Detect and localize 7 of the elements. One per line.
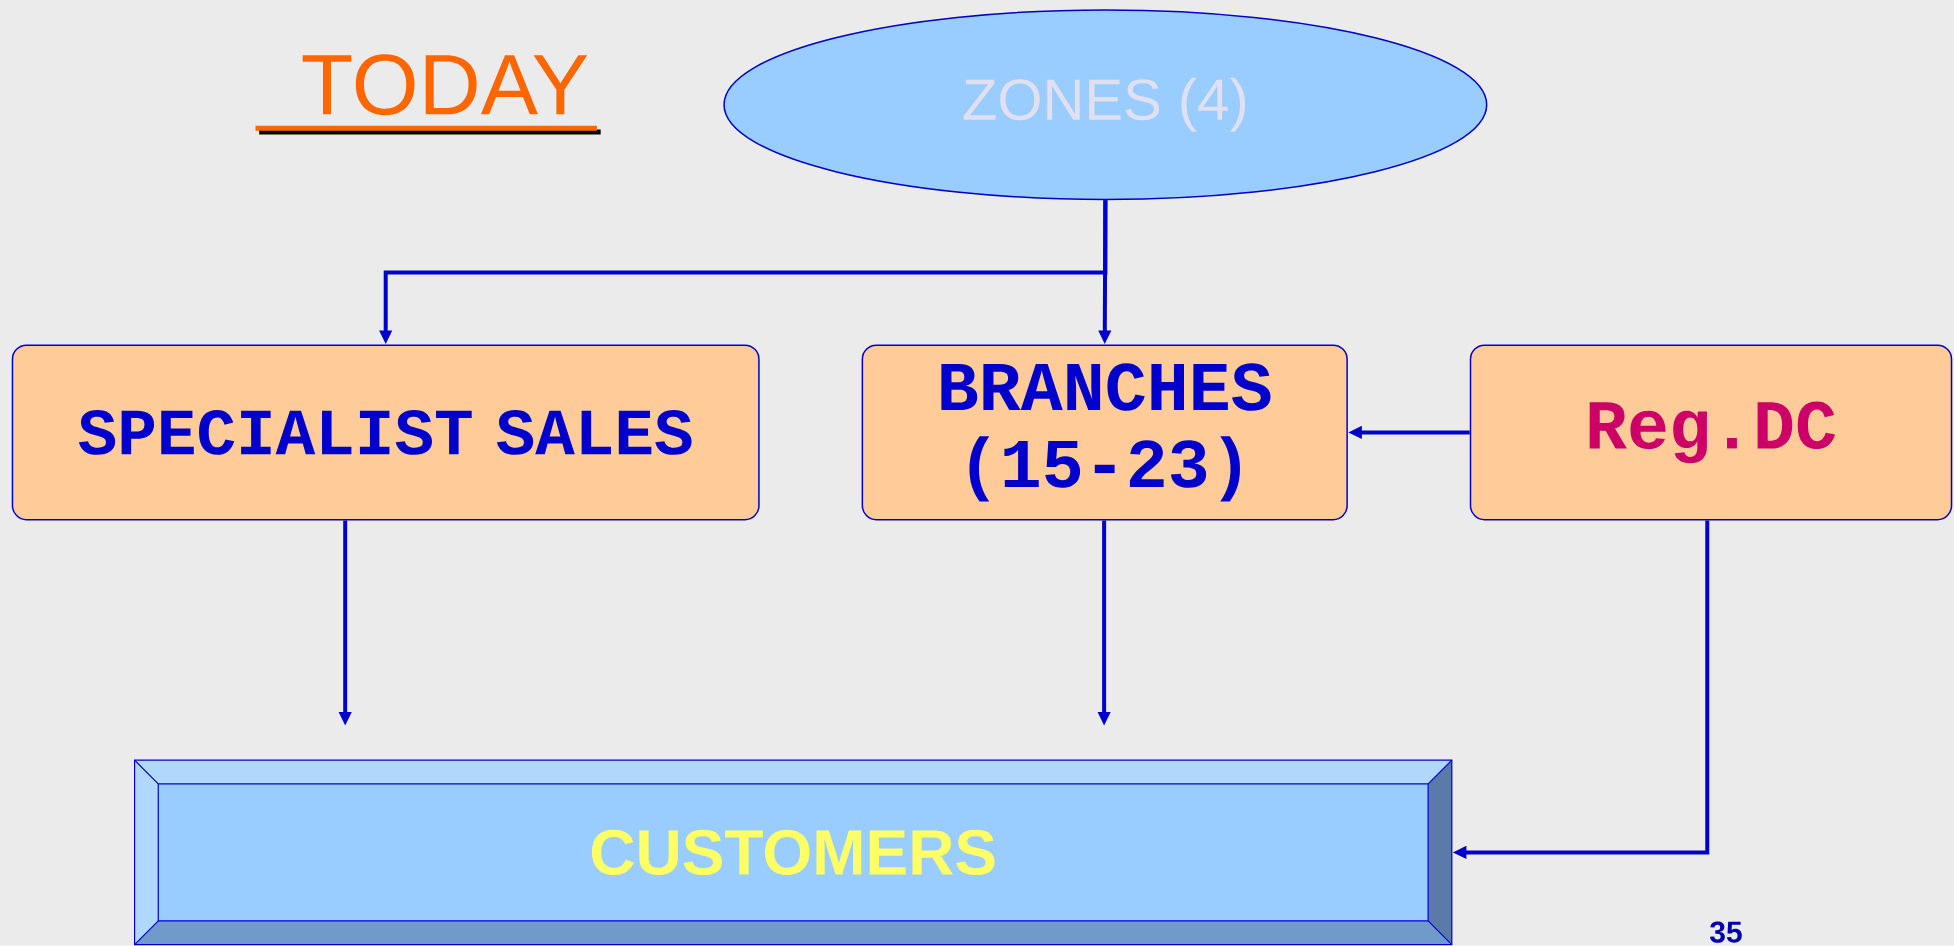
bevel-box: CUSTOMERS — [134, 759, 1453, 946]
title: TODAY — [302, 54, 588, 116]
page-number: 35 — [1709, 921, 1742, 943]
process-box: Reg.DC — [1469, 344, 1953, 521]
process-box: BRANCHES (15-23) — [861, 344, 1348, 521]
process-box: SPECIALIST SALES — [11, 344, 760, 521]
oval: ZONES (4) — [723, 9, 1488, 201]
